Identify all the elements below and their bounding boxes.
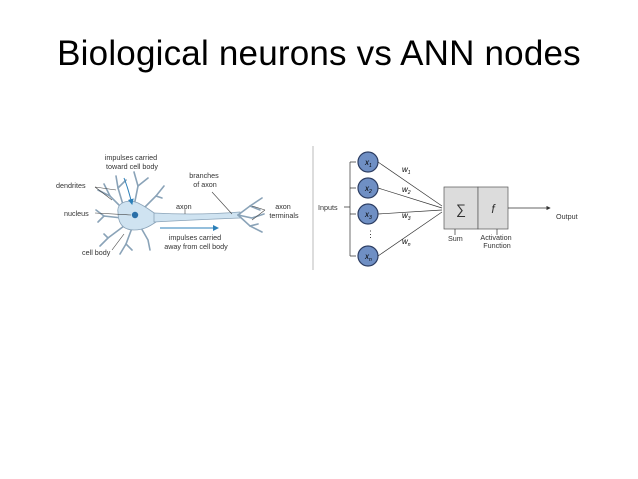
weight-n-label: wn [402, 237, 411, 248]
activation-box [477, 186, 509, 230]
axon-terminals-shape [237, 197, 265, 233]
activation-function-label: Activation Function [480, 233, 513, 250]
activation-symbol: f [491, 202, 496, 216]
nucleus-dot [131, 211, 139, 219]
nucleus-label: nucleus [64, 209, 89, 218]
svg-text:x2: x2 [364, 184, 372, 195]
weight-1-label: w1 [402, 165, 411, 176]
connection-3 [377, 209, 443, 215]
terminals-leader [251, 205, 266, 221]
weight-3-label: w3 [402, 211, 411, 222]
axon-label: axon [176, 202, 192, 211]
inputs-bracket [344, 161, 356, 257]
branches-label: branches of axon [189, 171, 221, 189]
svg-text:x3: x3 [364, 210, 372, 221]
svg-text:xn: xn [364, 252, 372, 263]
branches-leader [211, 191, 233, 215]
output-label: Output [556, 212, 578, 221]
input-node-n: xn [357, 245, 379, 267]
nucleus-leader [94, 212, 132, 216]
axon-shape [153, 211, 241, 223]
impulse-toward-arrow [123, 177, 134, 205]
connection-2 [377, 187, 443, 209]
impulses-toward-label: impulses carried toward cell body [105, 153, 159, 171]
input-ellipsis: ⋮ [366, 229, 375, 239]
sum-label: Sum [448, 234, 463, 243]
dendrites-shape [95, 171, 165, 255]
input-node-2: x2 [357, 177, 379, 199]
weight-2-label: w2 [402, 185, 411, 196]
axon-terminals-label: axon terminals [269, 202, 299, 220]
dendrites-leader [94, 186, 117, 201]
sum-box [443, 186, 479, 230]
ann-perceptron-diagram: Inputs x1 x2 x3 ⋮ xn [318, 151, 578, 267]
inputs-label: Inputs [318, 203, 338, 212]
connection-1 [377, 161, 443, 207]
biological-neuron-diagram: impulses carried toward cell body branch… [56, 153, 299, 257]
connection-n [377, 211, 443, 257]
svg-text:x1: x1 [364, 158, 372, 169]
dendrites-label: dendrites [56, 181, 86, 190]
cell-body-label: cell body [82, 248, 111, 257]
slide-title: Biological neurons vs ANN nodes [57, 34, 581, 73]
sum-symbol: ∑ [456, 201, 466, 217]
input-node-3: x3 [357, 203, 379, 225]
impulses-away-label: impulses carried away from cell body [164, 233, 228, 251]
input-node-1: x1 [357, 151, 379, 173]
cell-body-leader [111, 233, 125, 251]
